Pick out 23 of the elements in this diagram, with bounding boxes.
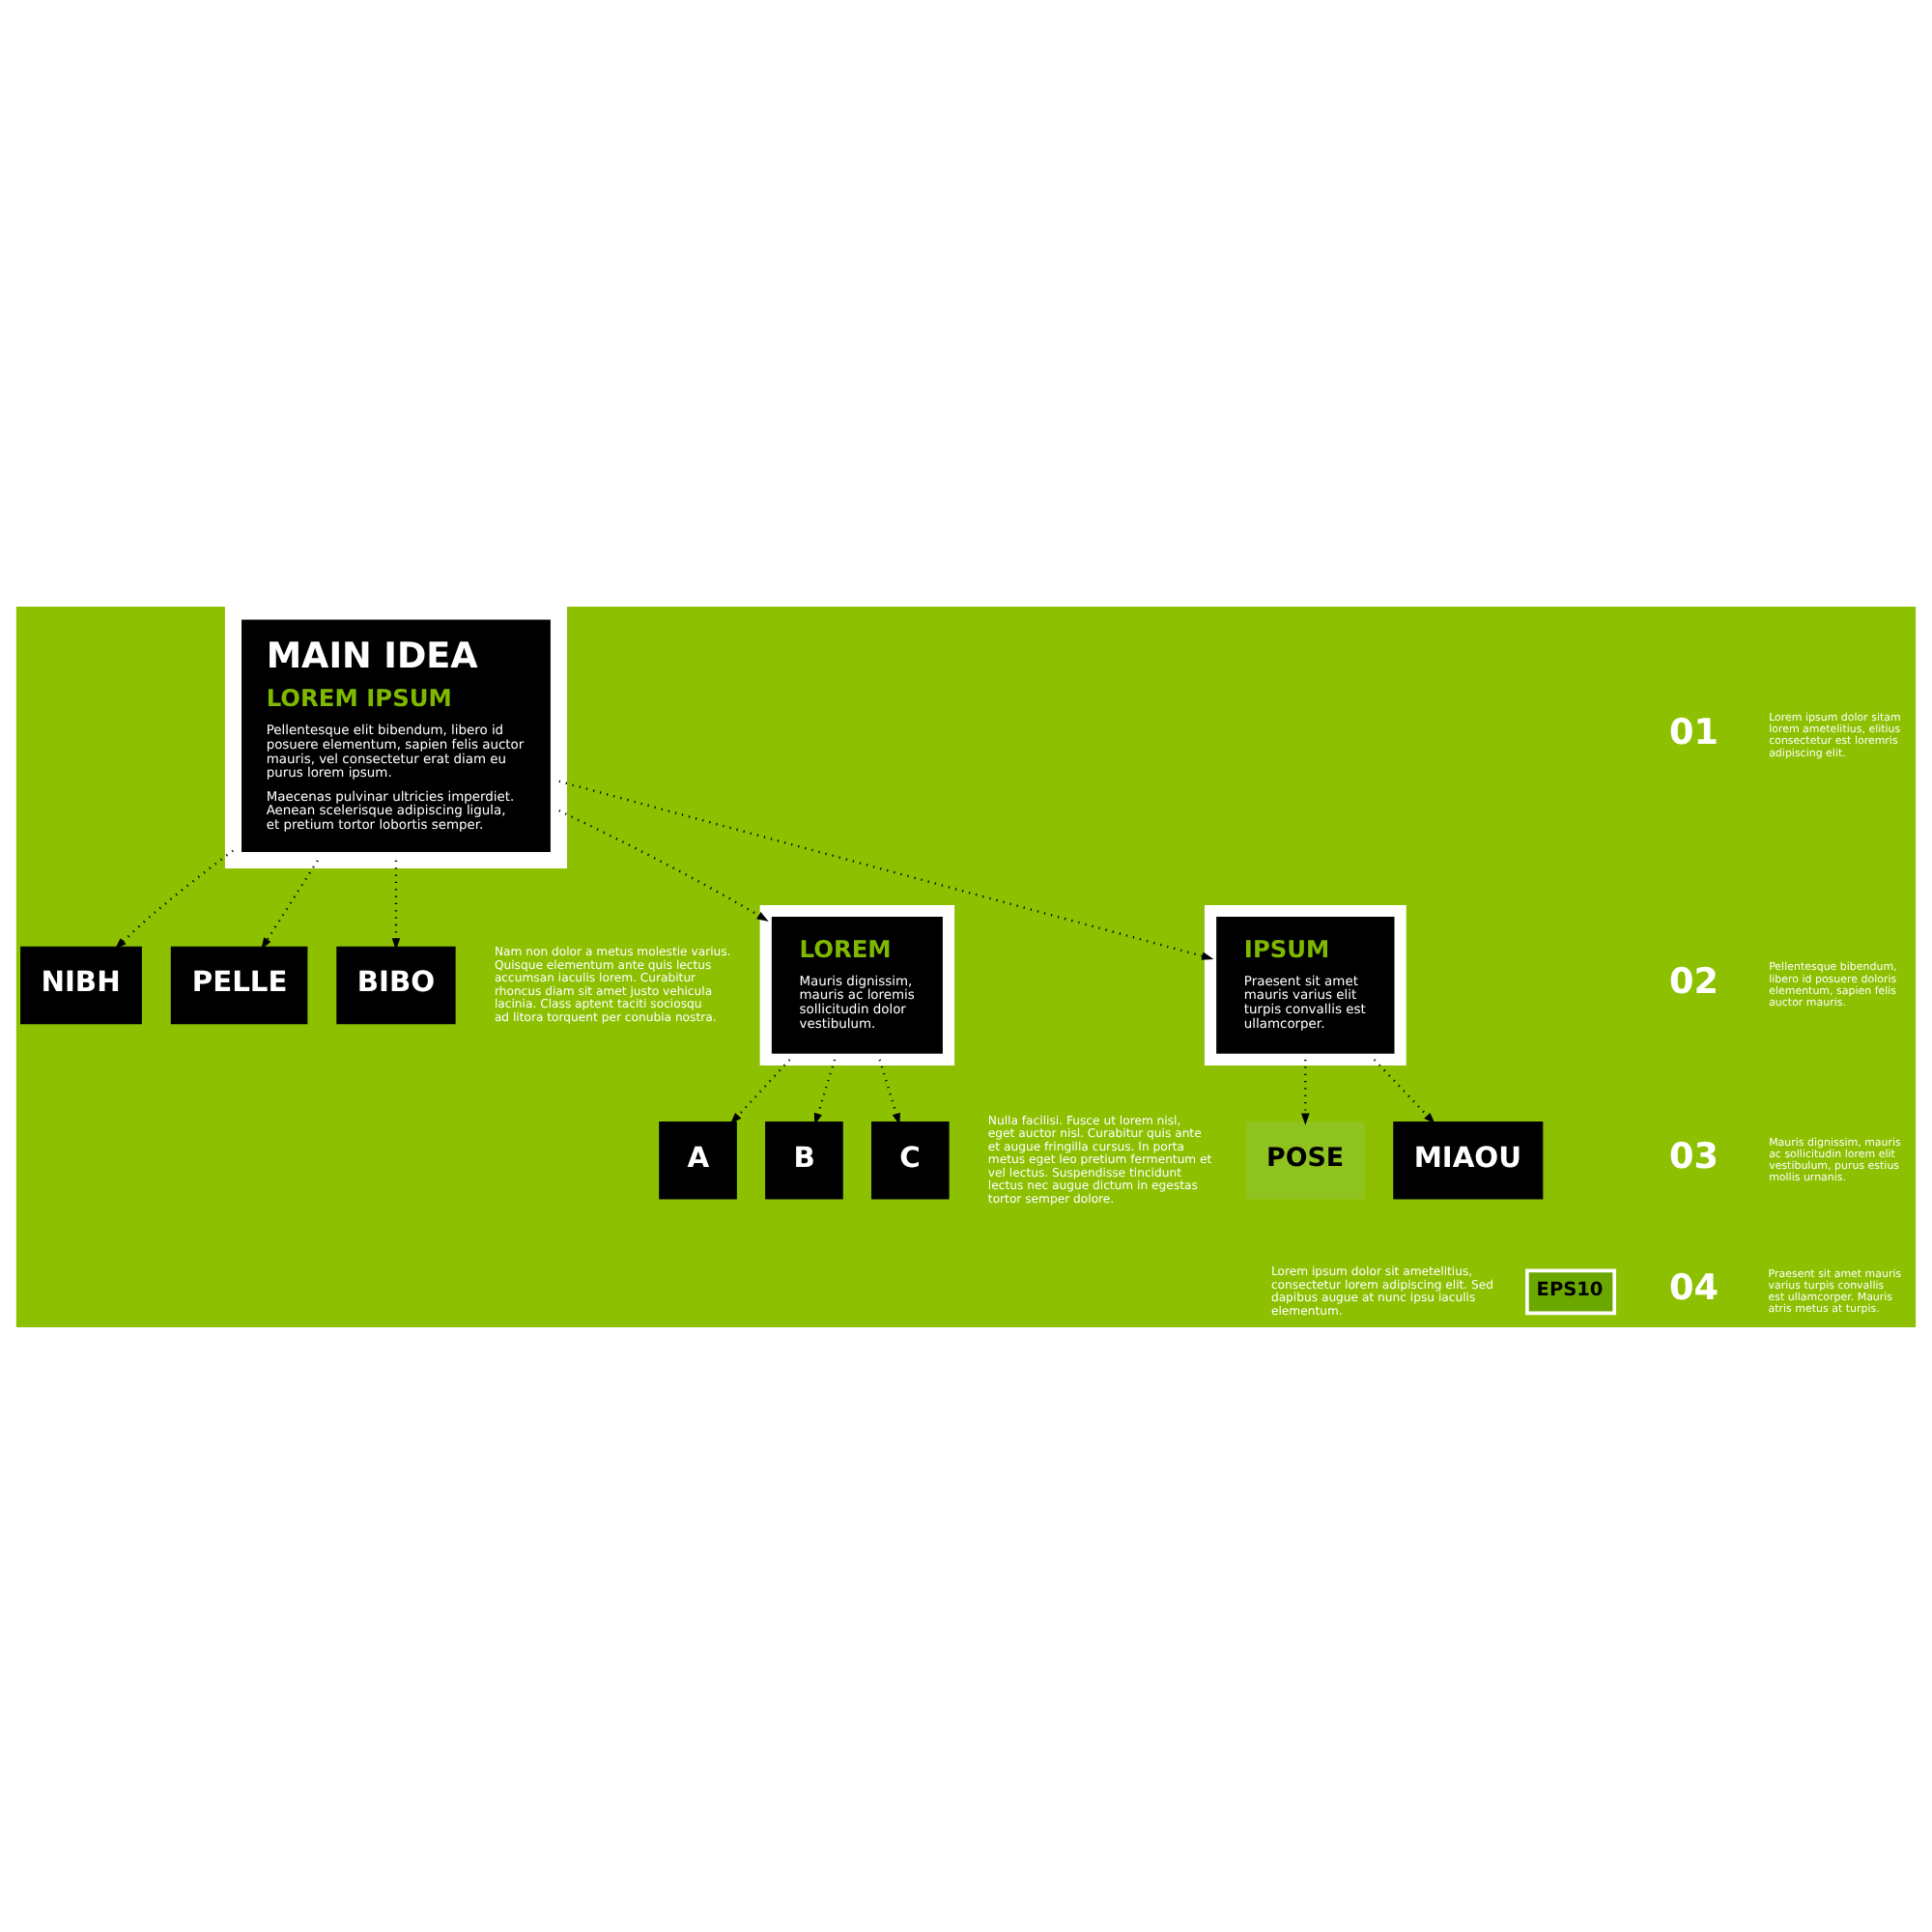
arrow	[391, 859, 401, 950]
node-box: BIBO	[336, 945, 456, 1024]
node-box: C	[871, 1120, 950, 1199]
arrow	[729, 1058, 791, 1123]
arrow	[261, 859, 319, 949]
label: 01	[1668, 711, 1719, 753]
label: 02	[1668, 960, 1719, 1002]
node-box: B	[765, 1120, 843, 1199]
node-box: POSE	[1245, 1120, 1365, 1199]
node-box: MIAOU	[1393, 1120, 1544, 1199]
arrow	[878, 1058, 900, 1124]
node-box: PELLE	[170, 945, 308, 1024]
arrow	[558, 779, 1214, 959]
arrow	[558, 809, 769, 922]
node-box: NIBH	[20, 945, 142, 1024]
label: 03	[1668, 1136, 1719, 1178]
arrow	[1373, 1058, 1435, 1123]
label: EPS10	[1536, 1278, 1604, 1300]
label: 04	[1668, 1267, 1719, 1309]
arrow	[114, 848, 234, 949]
arrow	[1301, 1059, 1310, 1124]
arrow	[813, 1058, 837, 1124]
node-box: A	[659, 1120, 737, 1199]
